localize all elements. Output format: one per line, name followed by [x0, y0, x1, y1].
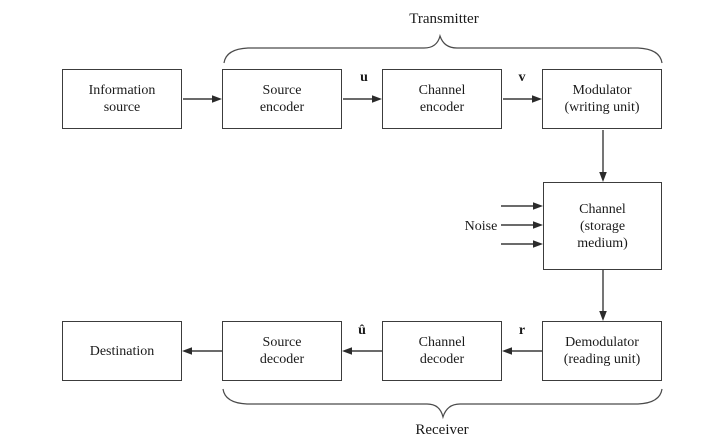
- box-channel-encoder: Channel encoder: [382, 69, 502, 129]
- box-demodulator: Demodulator (reading unit): [542, 321, 662, 381]
- signal-r-label: r: [518, 323, 526, 338]
- box-channel: Channel (storage medium): [543, 182, 662, 270]
- arrowhead: [599, 311, 607, 321]
- arrowhead: [182, 347, 192, 355]
- receiver-label: Receiver: [415, 422, 469, 438]
- receiver-brace: [222, 388, 663, 420]
- arrowhead: [342, 347, 352, 355]
- box-source-encoder: Source encoder: [222, 69, 342, 129]
- box-channel-decoder: Channel decoder: [382, 321, 502, 381]
- arrowhead: [599, 172, 607, 182]
- arrowhead: [533, 240, 543, 248]
- arrowhead: [533, 221, 543, 229]
- arrowhead: [532, 95, 542, 103]
- arrowhead: [212, 95, 222, 103]
- noise-label: Noise: [464, 219, 498, 234]
- signal-u-label: u: [360, 70, 368, 85]
- arrowhead: [372, 95, 382, 103]
- box-information-source: Information source: [62, 69, 182, 129]
- transmitter-label: Transmitter: [409, 11, 479, 27]
- box-source-decoder: Source decoder: [222, 321, 342, 381]
- transmitter-brace: [223, 33, 663, 64]
- arrowhead: [502, 347, 512, 355]
- arrowhead: [533, 202, 543, 210]
- signal-u-hat-label: û: [358, 323, 366, 338]
- box-modulator: Modulator (writing unit): [542, 69, 662, 129]
- signal-v-label: v: [518, 70, 526, 85]
- box-destination: Destination: [62, 321, 182, 381]
